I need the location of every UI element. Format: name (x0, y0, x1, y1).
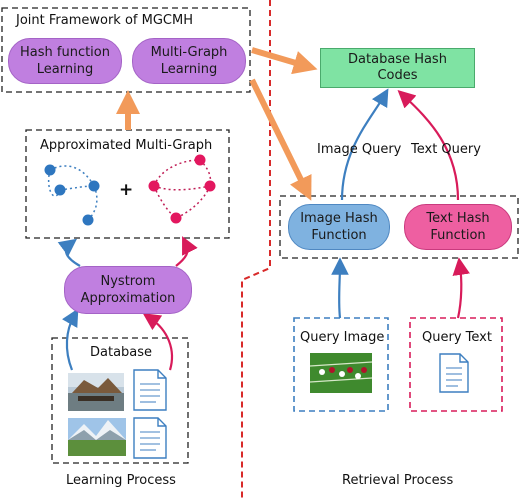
arrow-db-to-nystrom-red (142, 313, 174, 371)
image-hash-function-label: Image Hash Function (300, 211, 378, 243)
database-hash-codes-label: Database Hash Codes (348, 52, 447, 83)
arrow-db-to-nystrom-blue (61, 308, 79, 371)
graph-plus-sign: + (119, 180, 134, 200)
query-document-icon (439, 353, 469, 393)
hash-function-learning-label: Hash function Learning (20, 45, 110, 77)
red-graph (148, 154, 216, 224)
arrow-imghash-to-dbhash (340, 88, 389, 201)
text-query-label: Text Query (411, 142, 481, 157)
query-photo-football (309, 353, 373, 393)
database-photo-harbor (68, 373, 124, 411)
arrow-querytext-to-texthash (452, 257, 470, 319)
nystrom-approximation-node: Nystrom Approximation (64, 266, 192, 314)
image-query-label: Image Query (317, 142, 402, 157)
retrieval-process-label: Retrieval Process (342, 473, 454, 488)
document-icon-2 (133, 417, 167, 459)
image-hash-function-node: Image Hash Function (288, 204, 390, 250)
arrow-texthash-to-dbhash (397, 90, 460, 201)
arrow-joint-to-hashfn (249, 78, 312, 201)
arrow-nystrom-to-graph-red (175, 236, 198, 267)
query-text-title: Query Text (422, 330, 492, 345)
process-divider (241, 0, 271, 499)
query-image-title: Query Image (300, 330, 385, 345)
nystrom-approximation-label: Nystrom Approximation (80, 274, 176, 306)
query-text-box (409, 317, 503, 412)
database-photo-mountains (68, 418, 126, 456)
joint-framework-title: Joint Framework of MGCMH (16, 13, 193, 28)
hash-function-learning-node: Hash function Learning (8, 38, 122, 84)
multi-graph-learning-node: Multi-Graph Learning (132, 38, 246, 84)
arrow-queryimg-to-imghash (331, 257, 349, 319)
document-icon-1 (133, 369, 167, 411)
blue-graph (44, 164, 100, 226)
learning-process-label: Learning Process (66, 473, 176, 488)
text-hash-function-label: Text Hash Function (426, 211, 490, 243)
database-title: Database (90, 345, 153, 360)
text-hash-function-node: Text Hash Function (404, 204, 512, 250)
approx-multigraph-title: Approximated Multi-Graph (40, 138, 213, 153)
multi-graph-learning-label: Multi-Graph Learning (150, 45, 228, 77)
database-hash-codes-node: Database Hash Codes (320, 48, 475, 88)
query-image-box (293, 317, 389, 412)
arrow-joint-to-dbhash (251, 47, 318, 75)
arrow-nystrom-to-graph-blue (57, 238, 81, 267)
